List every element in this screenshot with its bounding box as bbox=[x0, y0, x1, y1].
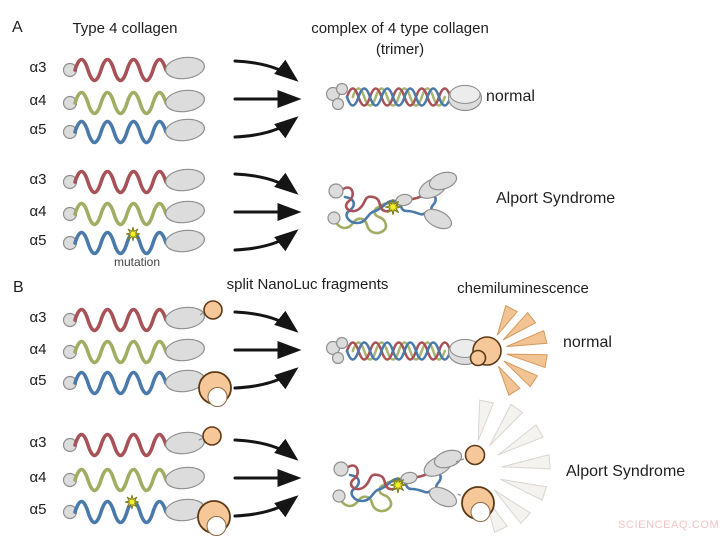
collagen-chain-alpha4 bbox=[61, 335, 208, 365]
result-label-normal: normal bbox=[486, 88, 535, 105]
assembly-arrows bbox=[235, 440, 297, 516]
chain-label-b3: α3 bbox=[29, 309, 47, 326]
watermark: SCIENCEAQ.COM bbox=[618, 519, 720, 531]
no-chemiluminescence-rays bbox=[477, 399, 551, 534]
panel-b-right-heading: chemiluminescence bbox=[457, 280, 589, 297]
assembly-arrows bbox=[235, 312, 297, 388]
chain-label-b3: α3 bbox=[29, 434, 47, 451]
chain-label-a5: α5 bbox=[29, 232, 47, 249]
chain-label-a3: α3 bbox=[29, 59, 47, 76]
collagen-chain-alpha3-smbit bbox=[61, 428, 208, 458]
chain-label-a4: α4 bbox=[29, 92, 47, 109]
panel-b-left-heading: split NanoLuc fragments bbox=[226, 276, 389, 293]
trimer-misfolded bbox=[328, 169, 459, 233]
result-label-alport: Alport Syndrome bbox=[566, 463, 686, 480]
linker-dash bbox=[455, 457, 467, 463]
nanoluc-large-fragment-icon bbox=[198, 371, 232, 408]
mutation-label: mutation bbox=[113, 255, 161, 269]
panel-a-left-heading: Type 4 collagen bbox=[72, 20, 178, 37]
nanoluc-large-fragment-icon bbox=[461, 486, 495, 523]
chain-label-a5: α5 bbox=[29, 121, 47, 138]
collagen-chain-alpha3-smbit bbox=[61, 303, 208, 333]
collagen-chain-alpha5-lgbit bbox=[61, 366, 208, 396]
panel-b-graphics bbox=[61, 300, 551, 537]
panel-b-label: B bbox=[13, 279, 24, 296]
panel-a-label: A bbox=[12, 19, 23, 36]
chain-label-b5: α5 bbox=[29, 501, 47, 518]
chain-label-b5: α5 bbox=[29, 372, 47, 389]
assembly-arrows bbox=[235, 61, 297, 137]
collagen-chain-alpha3 bbox=[61, 165, 208, 195]
trimer-normal bbox=[325, 82, 483, 112]
mutation-star-icon bbox=[124, 494, 140, 510]
nanoluc-small-fragment-icon bbox=[202, 426, 222, 446]
chain-label-a4: α4 bbox=[29, 203, 47, 220]
chain-label-a3: α3 bbox=[29, 171, 47, 188]
panel-a-right-heading-line1: complex of 4 type collagen bbox=[311, 20, 489, 37]
collagen-chain-alpha3 bbox=[61, 53, 208, 83]
trimer-misfolded bbox=[333, 447, 464, 511]
collagen-chain-alpha4 bbox=[61, 197, 208, 227]
nanoluc-small-fragment-icon bbox=[203, 300, 223, 320]
mutation-star-icon bbox=[125, 226, 141, 242]
panel-a-graphics bbox=[61, 53, 483, 256]
result-label-alport: Alport Syndrome bbox=[496, 190, 616, 207]
nanoluc-assembled-small-lobe bbox=[469, 349, 487, 367]
chemiluminescence-rays bbox=[496, 304, 548, 396]
nanoluc-small-fragment-icon bbox=[464, 444, 486, 466]
result-label-normal: normal bbox=[563, 334, 612, 351]
panel-a-right-heading-line2: (trimer) bbox=[375, 41, 425, 58]
collagen-chain-alpha4 bbox=[61, 463, 208, 493]
trimer-normal-luminescent bbox=[325, 336, 483, 366]
chain-label-b4: α4 bbox=[29, 341, 47, 358]
chain-label-b4: α4 bbox=[29, 469, 47, 486]
collagen-chain-alpha5 bbox=[61, 115, 208, 145]
assembly-arrows bbox=[235, 174, 297, 250]
collagen-chain-alpha4 bbox=[61, 86, 208, 116]
nanoluc-large-fragment-icon bbox=[197, 500, 231, 537]
